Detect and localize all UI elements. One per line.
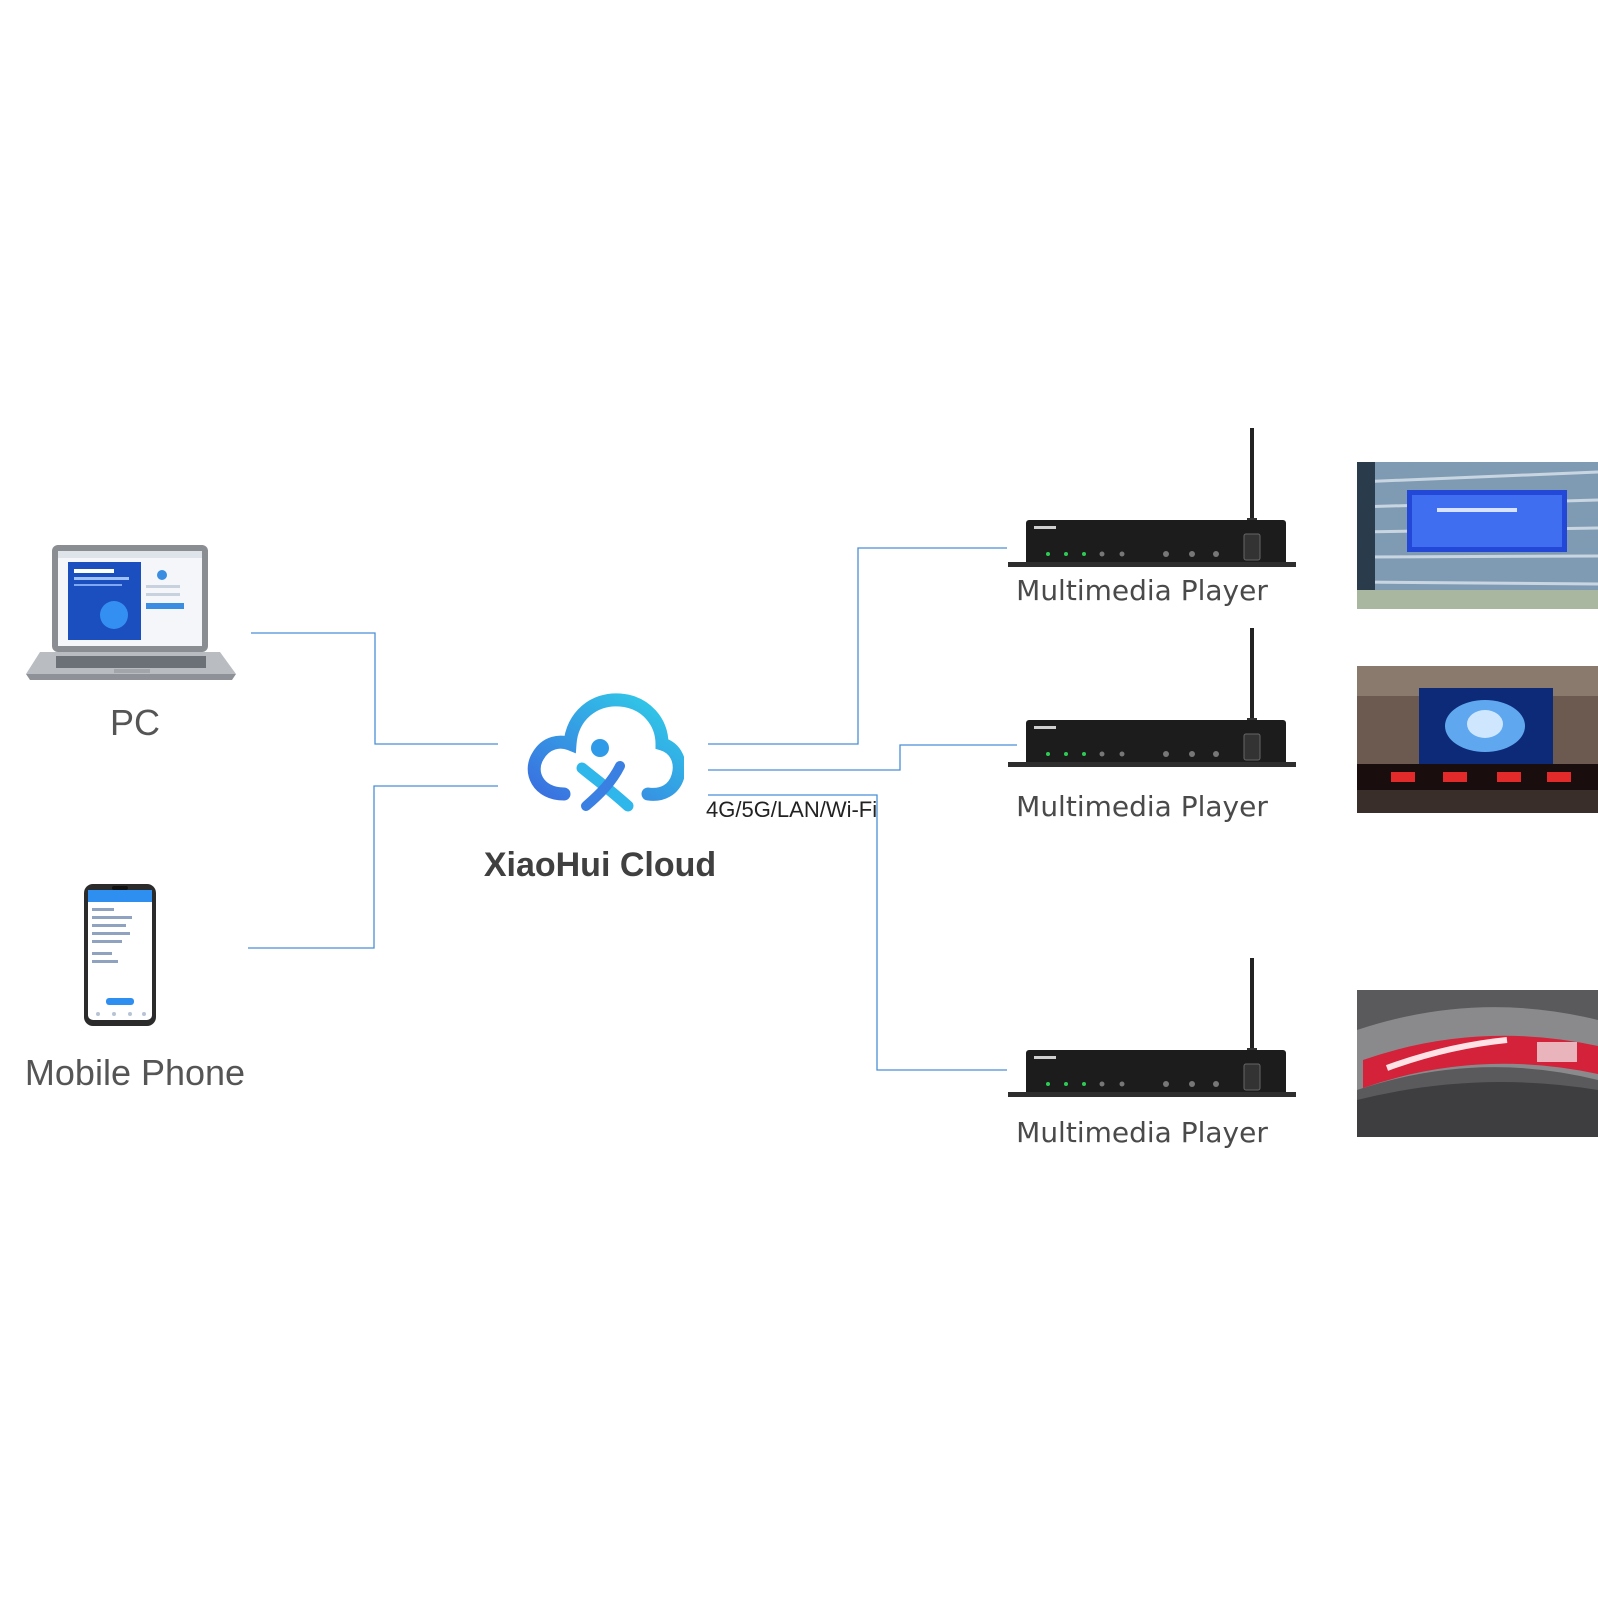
smartphone-icon (84, 884, 156, 1026)
phone-to-cloud-line (248, 785, 498, 949)
player-label-3: Multimedia Player (1016, 1116, 1268, 1149)
multimedia-player-box-icon (1008, 958, 1296, 1097)
player-label-2: Multimedia Player (1016, 790, 1268, 823)
multimedia-player-box-icon (1008, 428, 1296, 567)
pc-to-cloud-line (251, 632, 498, 745)
mobile-phone-label: Mobile Phone (24, 1052, 246, 1093)
laptop-icon (26, 545, 236, 680)
cloud-to-player2-line (708, 744, 1017, 771)
building-facade-led-screen (1357, 462, 1598, 609)
network-label: 4G/5G/LAN/Wi-Fi (706, 797, 878, 822)
cloud-to-player3-line (708, 794, 1007, 1071)
xiaohui-cloud-logo (527, 693, 684, 812)
storefront-led-screen (1357, 666, 1598, 813)
multimedia-player-box-icon (1008, 628, 1296, 767)
cloud-label: XiaoHui Cloud (483, 846, 717, 884)
curved-outdoor-led-screen (1357, 990, 1598, 1137)
pc-label: PC (109, 702, 160, 743)
cloud-to-player1-line (708, 547, 1007, 745)
player-label-1: Multimedia Player (1016, 574, 1268, 607)
